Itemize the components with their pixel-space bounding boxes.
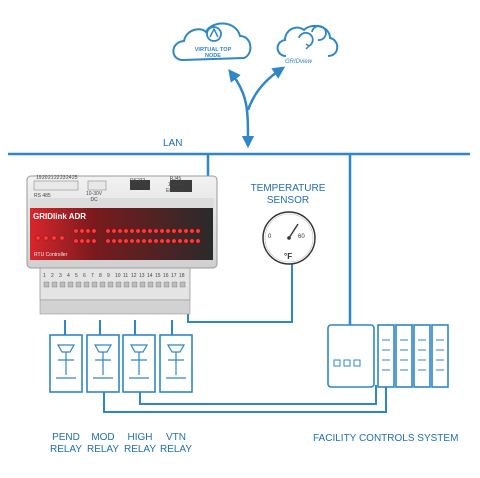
controller-model: RTU Controller bbox=[34, 252, 68, 258]
port-rj45-label-line1: RJ45 bbox=[169, 176, 182, 182]
virtual-top-node-cloud-icon bbox=[172, 22, 252, 62]
relay-label-high: HIGH RELAY bbox=[120, 432, 160, 456]
bottom-terminal-number-3: 3 bbox=[59, 273, 62, 279]
port-rj45-label: RJ45 10/100 Ethernet bbox=[166, 176, 185, 194]
bottom-terminal-number-13: 13 bbox=[139, 273, 145, 279]
port-rs232-label: RS232 bbox=[130, 178, 146, 184]
bottom-terminal-number-14: 14 bbox=[147, 273, 153, 279]
bottom-terminal-number-17: 17 bbox=[171, 273, 177, 279]
bottom-terminal-number-7: 7 bbox=[91, 273, 94, 279]
bottom-terminal-number-2: 2 bbox=[51, 273, 54, 279]
virtual-top-node-label: VIRTUAL TOP NODE bbox=[188, 47, 238, 59]
bottom-terminal-number-15: 15 bbox=[155, 273, 161, 279]
top-terminal-number-21: 21 bbox=[48, 175, 54, 181]
relay-label-vtn: VTN RELAY bbox=[156, 432, 196, 456]
bottom-terminal-number-12: 12 bbox=[131, 273, 137, 279]
bottom-terminal-number-10: 10 bbox=[115, 273, 121, 279]
temperature-sensor-label: TEMPERATURE SENSOR bbox=[246, 183, 330, 207]
relay-label-pend-line2: RELAY bbox=[49, 444, 83, 455]
top-terminal-number-23: 23 bbox=[60, 175, 66, 181]
relay-label-high-line1: HIGH bbox=[127, 432, 153, 443]
gridlink-controller bbox=[26, 175, 218, 315]
gridview-label: GRIDview bbox=[285, 59, 313, 65]
bottom-terminal-number-5: 5 bbox=[75, 273, 78, 279]
dial-max-label: 60 bbox=[298, 234, 305, 240]
relay-modules bbox=[49, 334, 193, 393]
port-power-label-line1: 10-30V bbox=[86, 191, 103, 197]
dial-min-label: 0 bbox=[268, 234, 272, 240]
relay-label-vtn-line2: RELAY bbox=[159, 444, 193, 455]
cloud-link-arrow-right bbox=[246, 66, 286, 111]
port-power-label-line2: DC bbox=[90, 197, 98, 203]
port-rs485-label: RS 485 bbox=[34, 193, 51, 199]
lan-label: LAN bbox=[163, 138, 183, 149]
relay-label-mod-line1: MOD bbox=[91, 432, 115, 443]
bottom-terminal-number-6: 6 bbox=[83, 273, 86, 279]
temperature-sensor-label-line1: TEMPERATURE bbox=[250, 183, 326, 194]
dial-unit-label: °F bbox=[284, 252, 293, 261]
bottom-terminal-number-18: 18 bbox=[179, 273, 185, 279]
temperature-sensor-gauge bbox=[262, 211, 316, 265]
facility-controls-panel bbox=[327, 324, 449, 388]
relay-label-vtn-line1: VTN bbox=[166, 432, 186, 443]
bottom-terminal-screws bbox=[43, 281, 186, 288]
relay-label-pend-line1: PEND bbox=[52, 432, 80, 443]
controller-brand: GRIDlink ADR bbox=[33, 212, 87, 221]
controller-led-array bbox=[35, 228, 201, 244]
bottom-terminal-number-11: 11 bbox=[123, 273, 129, 279]
port-rj45-label-line3: Ethernet bbox=[166, 188, 185, 194]
relay-internals bbox=[56, 344, 186, 379]
top-terminal-number-25: 25 bbox=[72, 175, 78, 181]
top-terminal-number-20: 20 bbox=[42, 175, 48, 181]
top-terminal-number-22: 22 bbox=[54, 175, 60, 181]
relay-label-mod: MOD RELAY bbox=[83, 432, 123, 456]
bottom-terminal-number-16: 16 bbox=[163, 273, 169, 279]
temperature-sensor-label-line2: SENSOR bbox=[266, 195, 310, 206]
bottom-terminal-number-8: 8 bbox=[99, 273, 102, 279]
top-terminal-number-19: 19 bbox=[36, 175, 42, 181]
relay-label-mod-line2: RELAY bbox=[86, 444, 120, 455]
facility-panel-indicators bbox=[333, 339, 444, 371]
top-terminal-number-24: 24 bbox=[66, 175, 72, 181]
relay-label-high-line2: RELAY bbox=[123, 444, 157, 455]
virtual-top-node-label-line1: VIRTUAL TOP bbox=[194, 47, 232, 53]
cloud-link-arrow bbox=[228, 69, 255, 149]
facility-controls-label: FACILITY CONTROLS SYSTEM bbox=[313, 433, 459, 444]
virtual-top-node-label-line2: NODE bbox=[205, 53, 221, 59]
port-power-label: 10-30V DC bbox=[86, 191, 102, 203]
bottom-terminal-number-4: 4 bbox=[67, 273, 70, 279]
relay-label-pend: PEND RELAY bbox=[46, 432, 86, 456]
port-rj45-label-line2: 10/100 bbox=[167, 182, 184, 188]
bottom-terminal-number-1: 1 bbox=[43, 273, 46, 279]
bottom-terminal-number-9: 9 bbox=[107, 273, 110, 279]
gridview-cloud-icon bbox=[276, 24, 339, 57]
